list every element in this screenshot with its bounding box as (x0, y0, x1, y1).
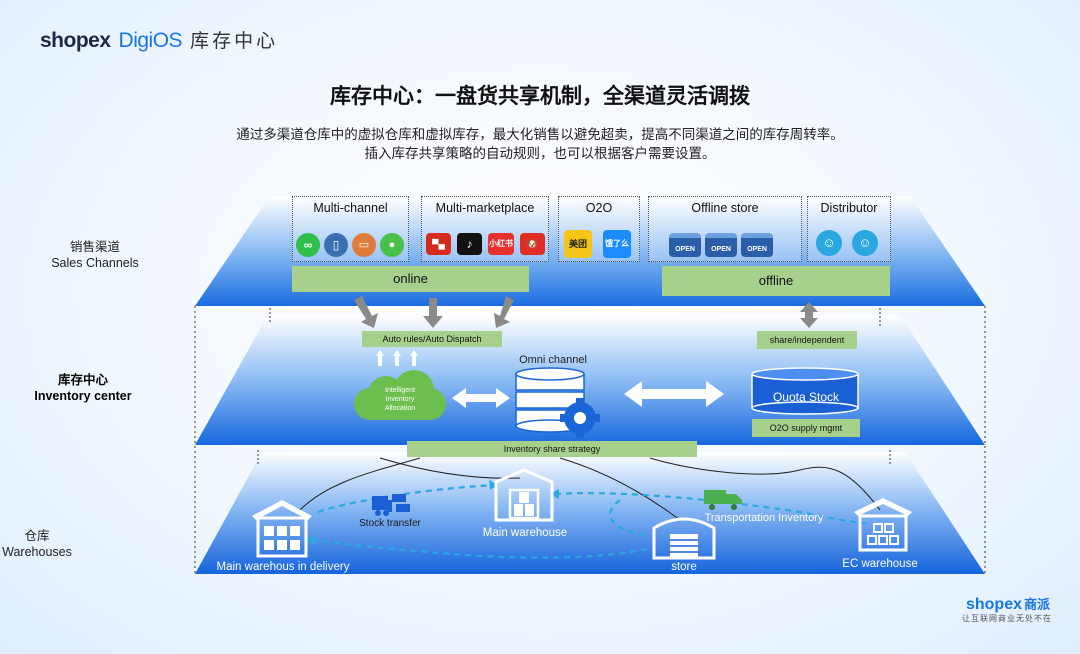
footer-logo-en: shopex (965, 596, 1022, 613)
double-arrow-right (624, 381, 724, 407)
meituan-icon: 美团 (564, 230, 592, 258)
double-arrow-left (452, 388, 510, 408)
person-icon: ☺ (852, 230, 878, 256)
mini-program-icon: ∞ (296, 233, 320, 257)
tablet-icon: ▯ (324, 233, 348, 257)
auto-rules-bar: Auto rules/Auto Dispatch (362, 331, 502, 347)
distributor-box: Distributor ☺ ☺ (807, 196, 891, 262)
transportation-inventory-label: Transportation Inventory (704, 512, 824, 524)
shop-icon: OPEN (669, 233, 701, 257)
share-strategy-bar: Inventory share strategy (407, 441, 697, 457)
brand-shopex: shopex (40, 29, 111, 52)
layer-label-inventory: 库存中心 Inventory center (0, 372, 178, 404)
eleme-icon: 饿了么 (603, 230, 631, 258)
intelligent-label-3: Allocation (384, 405, 416, 412)
wechat-icon: ● (380, 233, 404, 257)
footer-slogan: 让互联网商业无处不在 (962, 614, 1052, 623)
ec-warehouse-label: EC warehouse (842, 558, 918, 570)
forklift-icon (372, 494, 410, 516)
brand-module: 库存中心 (190, 31, 279, 52)
jd-icon: 🐶 (520, 233, 545, 255)
shop-icon: OPEN (741, 233, 773, 257)
footer-logo-cn: 商派 (1023, 597, 1050, 612)
o2o-label: O2O (585, 201, 613, 215)
offline-store-label: Offline store (691, 201, 759, 215)
store-label: store (671, 561, 697, 573)
store-warehouse-icon (652, 517, 716, 560)
tiktok-icon: ♪ (457, 233, 482, 255)
share-independent-bar: share/independent (757, 331, 857, 349)
layer-label-inventory-en: Inventory center (34, 389, 132, 403)
main-delivery-warehouse-icon (252, 500, 312, 558)
layer-label-inventory-cn: 库存中心 (57, 373, 108, 387)
intelligent-label-1: Intelligent (385, 387, 415, 394)
warehouse-layer-plane (195, 452, 985, 574)
xiaohongshu-icon: 小红书 (488, 233, 514, 255)
o2o-supply-bar: O2O supply mgmt (752, 419, 860, 437)
layer-label-sales-en: Sales Channels (51, 256, 139, 270)
layer-label-sales-cn: 销售渠道 (69, 240, 120, 254)
quota-stock-cylinder (751, 367, 859, 415)
truck-icon (704, 490, 742, 510)
online-bar: online (292, 266, 529, 292)
person-icon: ☺ (816, 230, 842, 256)
multi-channel-label: Multi-channel (313, 201, 388, 215)
omni-label-1: Omni channel (519, 354, 587, 366)
distributor-label: Distributor (820, 201, 878, 215)
shop-icon: OPEN (705, 233, 737, 257)
subtitle-line1: 通过多渠道仓库中的虚拟仓库和虚拟库存，最大化销售以避免超卖，提高不同渠道之间的库… (236, 127, 844, 142)
layer-label-sales: 销售渠道 Sales Channels (0, 239, 190, 271)
main-warehouse-icon (494, 468, 554, 522)
multi-marketplace-label: Multi-marketplace (435, 201, 535, 215)
o2o-box: O2O 美团 饿了么 (558, 196, 640, 262)
subtitle-line2: 插入库存共享策略的自动规则，也可以根据客户需要设置。 (364, 146, 716, 161)
offline-store-box: Offline store OPEN OPEN OPEN (648, 196, 802, 262)
offline-bar: offline (662, 266, 890, 296)
multi-channel-box: Multi-channel ∞ ▯ ▭ ● (292, 196, 409, 262)
brand-logo: shopex DigiOS 库存中心 (40, 26, 278, 53)
tmall-icon: ▀▄ (426, 233, 451, 255)
main-warehouse-label: Main warehouse (482, 527, 568, 539)
intelligent-allocation-cloud: Intelligent Inventory Allocation (354, 370, 446, 420)
main-delivery-label: Main warehous in delivery (216, 561, 350, 573)
layer-label-warehouses-cn: 仓库 (24, 529, 50, 543)
brand-digios: DigiOS (118, 29, 183, 52)
database-icon (515, 367, 600, 438)
intelligent-label-2: Inventory (385, 396, 415, 403)
layer-label-warehouses-en: Warehouses (2, 545, 72, 559)
desktop-icon: ▭ (352, 233, 376, 257)
stock-transfer-label: Stock transfer (359, 518, 421, 529)
page-title: 库存中心：一盘货共享机制，全渠道灵活调拨 (330, 85, 750, 108)
multi-marketplace-box: Multi-marketplace ▀▄ ♪ 小红书 🐶 (421, 196, 549, 262)
ec-warehouse-icon (854, 498, 912, 552)
layer-label-warehouses: 仓库 Warehouses (0, 528, 132, 560)
quota-stock-label: Quota Stock (772, 390, 840, 404)
